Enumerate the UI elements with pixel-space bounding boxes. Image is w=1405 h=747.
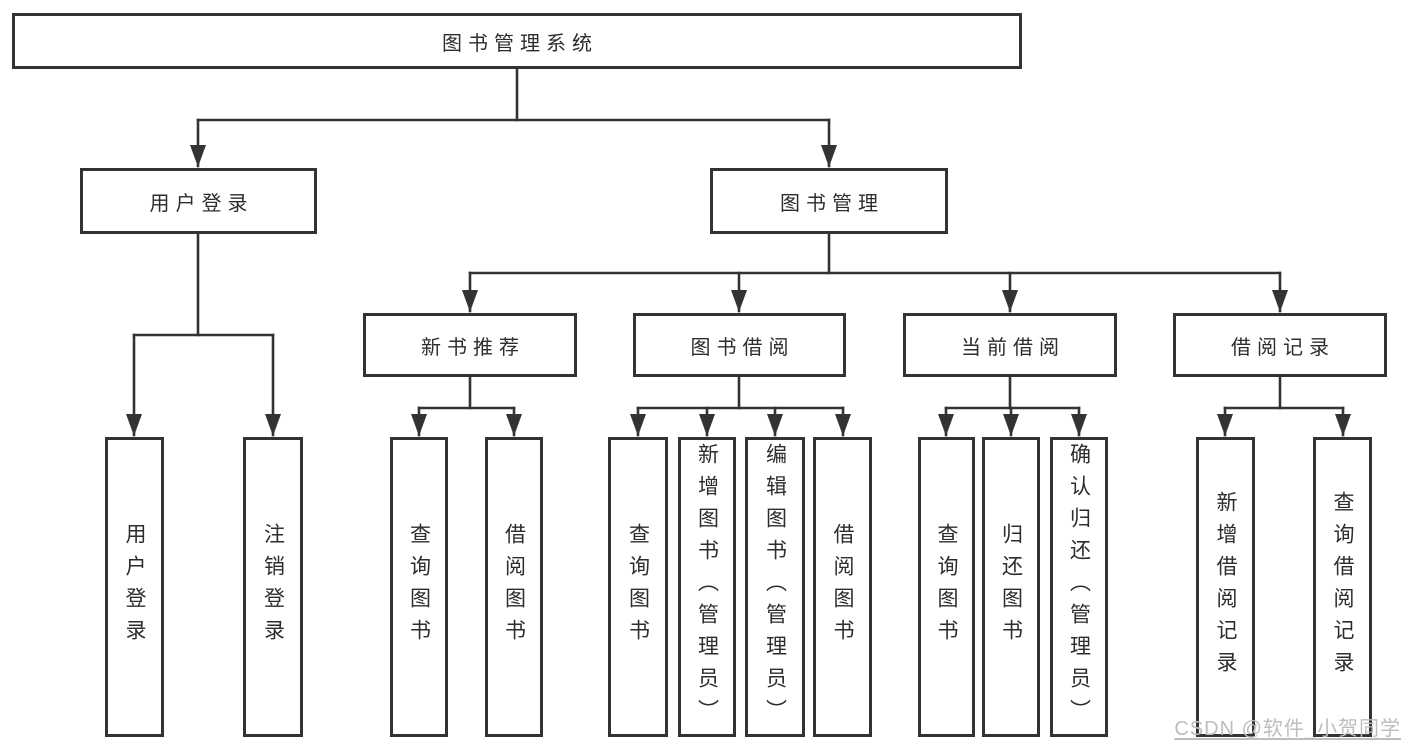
node-leaf-edit-books-admin-label: 编辑图书（管理员） xyxy=(763,443,787,731)
node-leaf-query-books-recommend: 查询图书 xyxy=(390,437,448,737)
node-leaf-confirm-return-admin: 确认归还（管理员） xyxy=(1050,437,1108,737)
connector-current-borrowing-to-children xyxy=(938,373,1087,437)
node-new-book-recommend: 新书推荐 xyxy=(363,313,577,377)
node-leaf-edit-books-admin: 编辑图书（管理员） xyxy=(745,437,805,737)
node-leaf-query-books-current: 查询图书 xyxy=(918,437,975,737)
node-user-login-label: 用户登录 xyxy=(149,192,254,215)
node-book-borrowing: 图书借阅 xyxy=(633,313,846,377)
connector-new-book-recommend-to-children xyxy=(411,373,522,437)
connector-user-login-to-children xyxy=(126,229,281,437)
node-user-login: 用户登录 xyxy=(80,168,317,234)
node-leaf-add-books-admin: 新增图书（管理员） xyxy=(678,437,736,737)
node-leaf-borrow-books-recommend-label: 借阅图书 xyxy=(502,523,526,651)
node-book-borrowing-label: 图书借阅 xyxy=(690,336,795,359)
node-borrowing-records-label: 借阅记录 xyxy=(1231,336,1335,359)
node-leaf-query-borrow-record-label: 查询借阅记录 xyxy=(1331,491,1354,683)
watermark: CSDN @软件_小贺同学 xyxy=(1174,718,1401,740)
node-book-management-label: 图书管理 xyxy=(780,192,884,215)
node-leaf-add-books-admin-label: 新增图书（管理员） xyxy=(695,443,719,731)
node-leaf-query-books-borrowing: 查询图书 xyxy=(608,437,668,737)
node-new-book-recommend-label: 新书推荐 xyxy=(421,336,525,359)
node-leaf-add-borrow-record-label: 新增借阅记录 xyxy=(1214,491,1237,683)
connector-root-to-level2 xyxy=(190,64,837,168)
node-leaf-query-books-borrowing-label: 查询图书 xyxy=(626,523,650,651)
node-leaf-user-login-label: 用户登录 xyxy=(123,523,146,651)
node-leaf-query-books-current-label: 查询图书 xyxy=(935,523,958,651)
node-borrowing-records: 借阅记录 xyxy=(1173,313,1387,377)
connector-book-borrowing-to-children xyxy=(630,373,851,437)
node-leaf-borrow-books-recommend: 借阅图书 xyxy=(485,437,543,737)
connector-borrowing-records-to-children xyxy=(1217,373,1351,437)
node-leaf-logout: 注销登录 xyxy=(243,437,303,737)
node-current-borrowing-label: 当前借阅 xyxy=(961,336,1065,359)
node-leaf-return-books: 归还图书 xyxy=(982,437,1040,737)
node-root: 图书管理系统 xyxy=(12,13,1022,69)
connector-book-management-to-level3 xyxy=(462,230,1288,313)
node-leaf-add-borrow-record: 新增借阅记录 xyxy=(1196,437,1255,737)
node-leaf-query-books-recommend-label: 查询图书 xyxy=(407,523,431,651)
node-leaf-confirm-return-admin-label: 确认归还（管理员） xyxy=(1067,443,1091,731)
node-leaf-borrow-books: 借阅图书 xyxy=(813,437,872,737)
node-root-label: 图书管理系统 xyxy=(442,32,598,55)
node-leaf-query-borrow-record: 查询借阅记录 xyxy=(1313,437,1372,737)
node-book-management: 图书管理 xyxy=(710,168,948,234)
node-leaf-borrow-books-label: 借阅图书 xyxy=(831,523,854,651)
node-current-borrowing: 当前借阅 xyxy=(903,313,1117,377)
node-leaf-user-login: 用户登录 xyxy=(105,437,164,737)
node-leaf-return-books-label: 归还图书 xyxy=(999,523,1023,651)
node-leaf-logout-label: 注销登录 xyxy=(261,523,285,651)
